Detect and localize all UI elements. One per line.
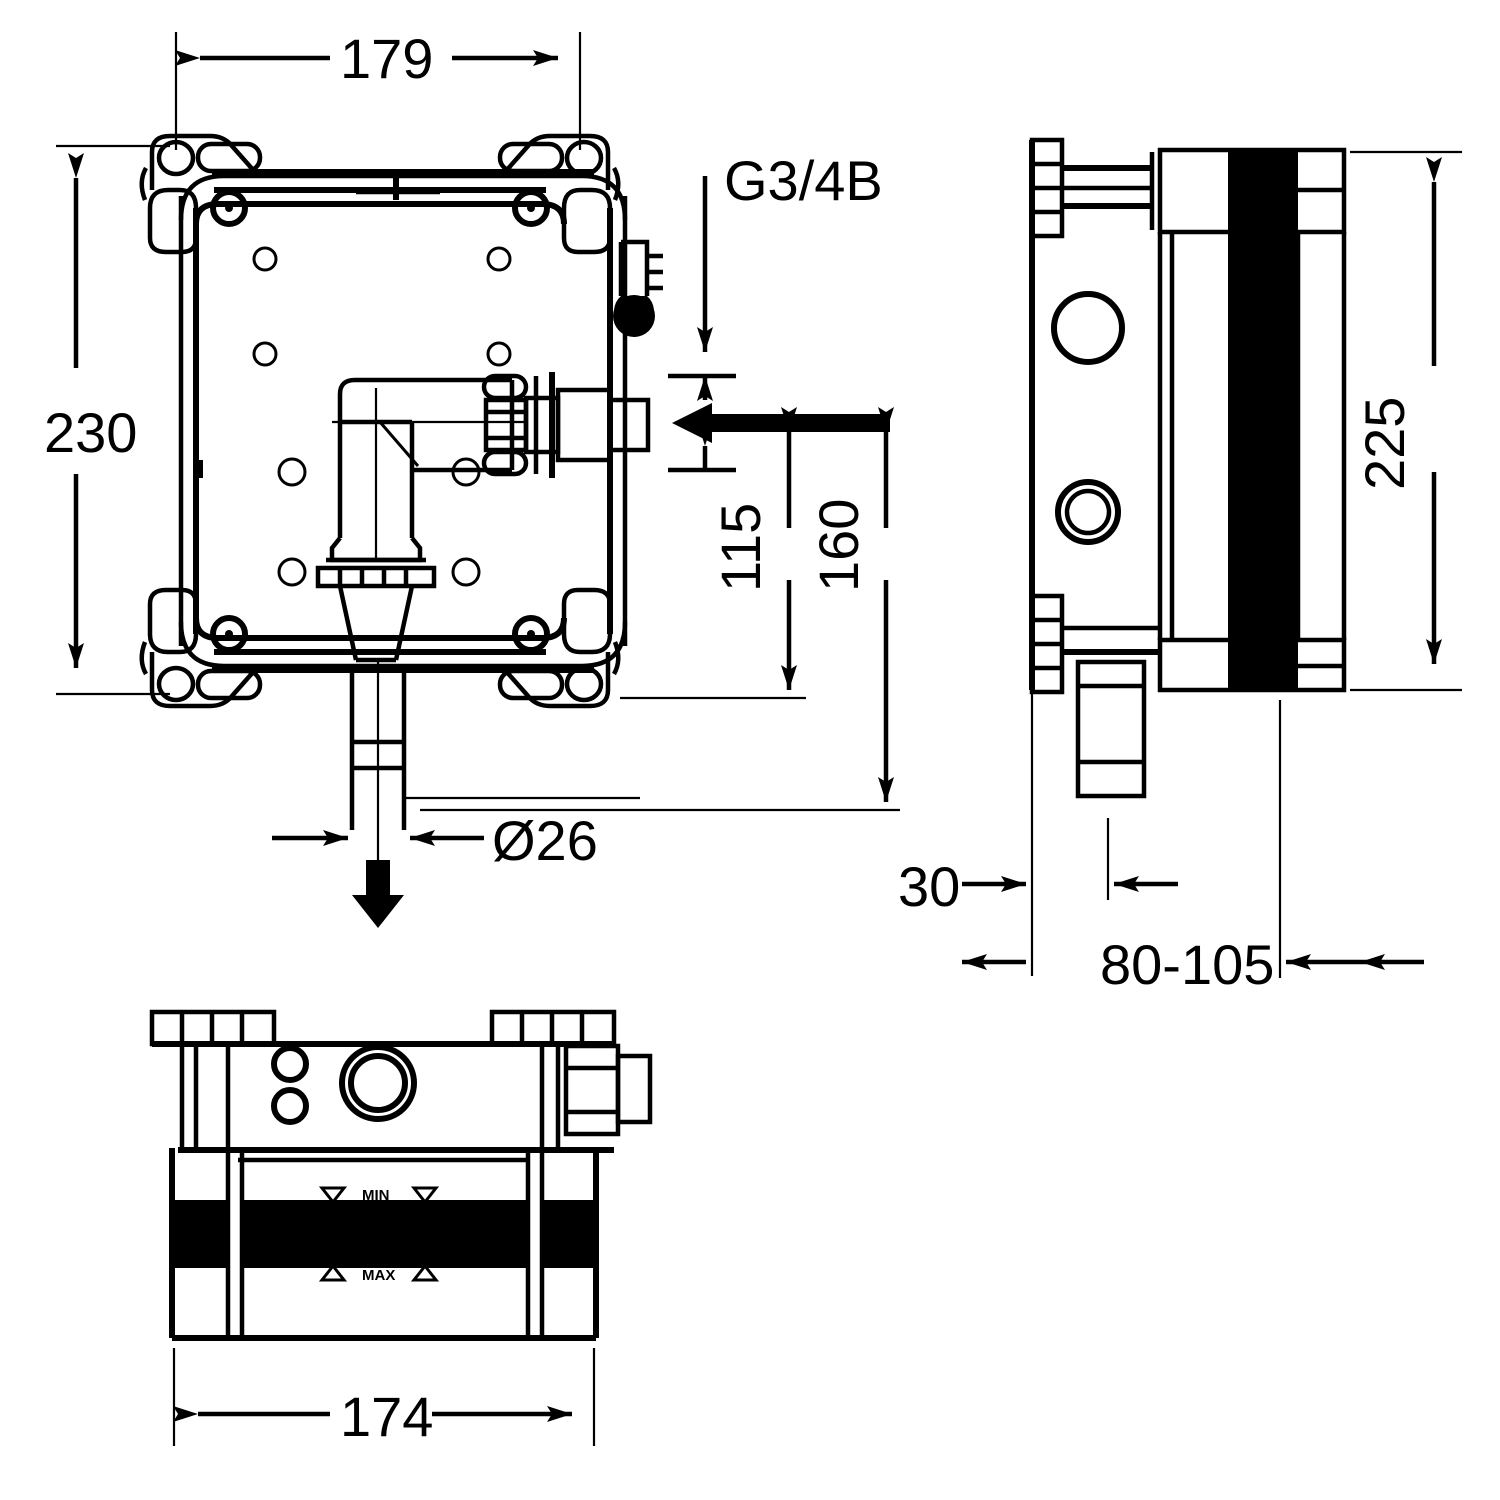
front-view (139, 133, 651, 928)
hole (252, 341, 278, 367)
dim-side-depth: 80-105 (962, 700, 1424, 996)
bottom-large-hole-inner (348, 1053, 408, 1113)
band-right (542, 1200, 596, 1268)
front-view-dimensions: 179 230 (44, 27, 582, 696)
bottom-large-hole-outer (339, 1044, 417, 1122)
side-hole-lower-outer (1055, 479, 1121, 545)
hole (252, 246, 278, 272)
front-horizontal-connector (481, 372, 651, 478)
dim-label-side-offset: 30 (898, 855, 960, 918)
dim-label-160: 160 (807, 499, 870, 592)
bottom-view: MIN MAX (149, 1009, 653, 1341)
dim-side-offset: 30 (898, 694, 1034, 976)
min-marker-group: MIN (318, 1186, 440, 1205)
dim-label-side-height: 225 (1353, 397, 1416, 490)
band-center (242, 1200, 528, 1268)
side-view-dimensions: 225 30 80-105 (898, 150, 1462, 996)
side-view (1029, 137, 1347, 799)
bottom-main-body: MIN MAX (169, 1148, 599, 1341)
dim-label-outlet-diameter: Ø26 (492, 809, 598, 872)
hex-nut-ribs (337, 568, 409, 586)
bottom-plate-holes (271, 1044, 417, 1125)
thermometer-icon (613, 239, 663, 337)
dim-outlet-heights: 115 160 (420, 407, 900, 812)
dim-label-bottom-width: 174 (340, 1385, 433, 1448)
side-tab-bottom (1029, 593, 1065, 695)
outlet-flow-arrow-icon (352, 860, 404, 928)
min-triangle-right (410, 1186, 440, 1205)
max-label: MAX (362, 1267, 395, 1284)
max-marker-group: MAX (318, 1263, 440, 1284)
min-label: MIN (362, 1187, 390, 1204)
dim-label-side-depth: 80-105 (1100, 933, 1274, 996)
side-rod-top (1062, 165, 1152, 209)
dim-front-height: 230 (44, 144, 170, 696)
side-rod-bottom (1062, 625, 1160, 655)
front-top-center-tick (356, 170, 440, 200)
dim-outlet-diameter: Ø26 (272, 796, 640, 872)
hole (486, 246, 512, 272)
hole (277, 457, 307, 487)
hole (451, 557, 481, 587)
band-left (174, 1200, 228, 1268)
dim-label-front-height: 230 (44, 401, 137, 464)
side-hole-lower-inner (1064, 488, 1112, 536)
hole (277, 557, 307, 587)
bottom-view-dimensions: 174 (172, 1348, 596, 1448)
side-body (1029, 140, 1347, 693)
max-triangle-right (410, 1263, 440, 1282)
hole (486, 341, 512, 367)
side-hole-upper (1051, 291, 1125, 365)
corner-lugs (139, 133, 621, 709)
max-triangle-left (318, 1263, 348, 1282)
dim-side-height: 225 (1350, 150, 1462, 692)
front-body-outline (178, 169, 628, 673)
bottom-small-hole-lower (271, 1087, 309, 1125)
dim-front-width: 179 (174, 27, 582, 150)
bottom-right-fitting (563, 1043, 653, 1137)
min-triangle-left (318, 1186, 348, 1205)
dim-label-thread: G3/4B (724, 149, 883, 212)
corner-lug-top-right (220, 133, 621, 255)
side-outlet-spigot (1075, 659, 1147, 799)
bottom-small-hole-upper (271, 1045, 309, 1083)
dim-label-115: 115 (709, 503, 772, 592)
dim-label-front-width: 179 (340, 27, 433, 90)
elbow-pipe-fitting (315, 377, 526, 663)
thread-callout: G3/4B (697, 149, 883, 352)
front-outlet-pipe (349, 660, 407, 928)
